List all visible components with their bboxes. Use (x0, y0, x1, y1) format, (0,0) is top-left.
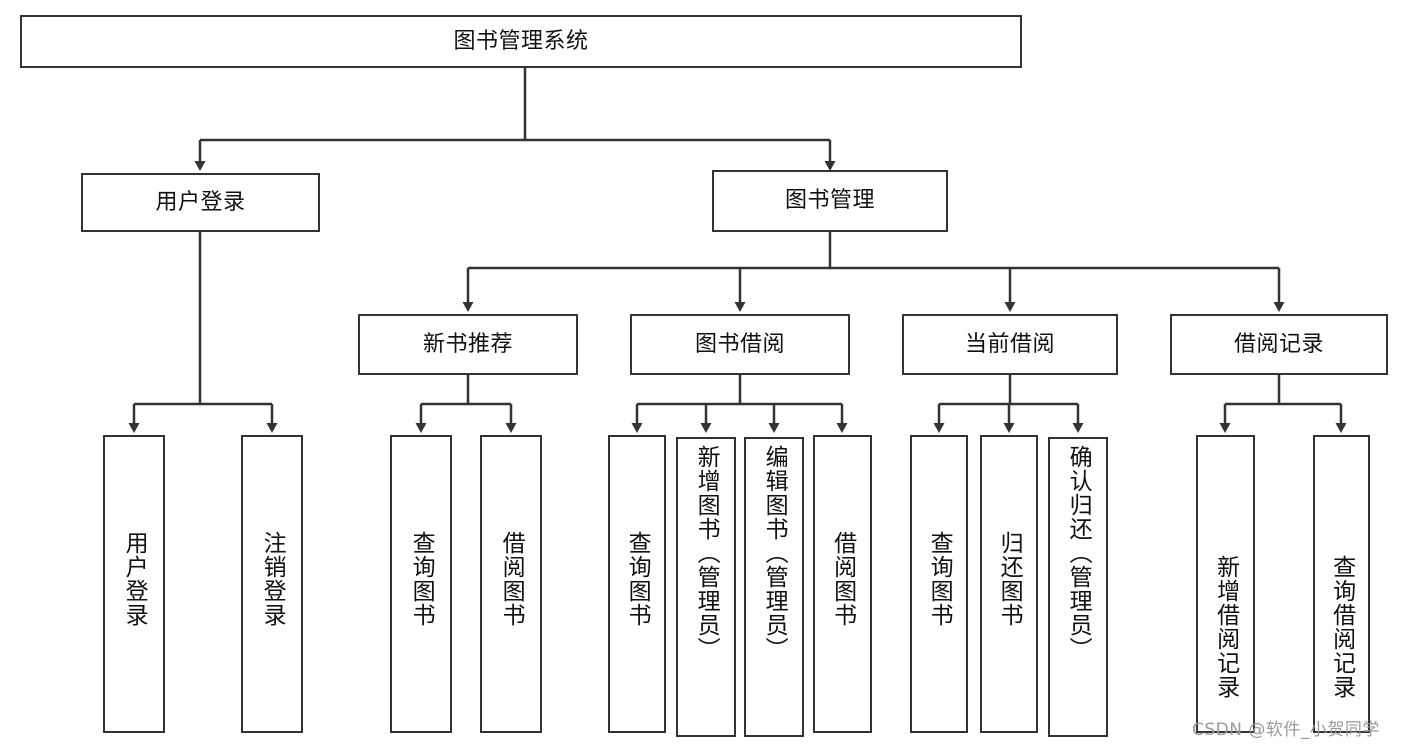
node-label: 新增借阅记录 (1212, 555, 1239, 699)
node-label: 当前借阅 (964, 331, 1055, 357)
node-leaf-edit-book[interactable]: 编辑图书（管理员） (744, 437, 804, 737)
node-leaf-return-book[interactable]: 归还图书 (980, 435, 1038, 733)
node-label: 新增图书（管理员） (693, 445, 720, 661)
node-label: 图书借阅 (694, 331, 785, 357)
node-borrow-record[interactable]: 借阅记录 (1170, 314, 1388, 375)
node-leaf-confirm-return[interactable]: 确认归还（管理员） (1048, 437, 1108, 737)
node-leaf-add-book[interactable]: 新增图书（管理员） (676, 437, 736, 737)
node-leaf-query-book-rec[interactable]: 查询图书 (390, 435, 452, 733)
node-root[interactable]: 图书管理系统 (20, 15, 1022, 68)
node-label: 查询图书 (624, 531, 651, 627)
node-label: 归还图书 (996, 531, 1023, 627)
node-label: 借阅图书 (498, 531, 525, 627)
node-leaf-add-record[interactable]: 新增借阅记录 (1196, 435, 1255, 733)
node-book-borrow[interactable]: 图书借阅 (630, 314, 850, 375)
node-leaf-borrow-book-rec[interactable]: 借阅图书 (480, 435, 542, 733)
node-label: 图书管理系统 (453, 28, 589, 54)
node-label: 借阅图书 (829, 531, 856, 627)
node-label: 用户登录 (121, 531, 148, 627)
node-current-borrow[interactable]: 当前借阅 (902, 314, 1118, 375)
node-label: 新书推荐 (422, 331, 513, 357)
node-leaf-borrow-book[interactable]: 借阅图书 (813, 435, 872, 733)
node-label: 查询借阅记录 (1328, 555, 1355, 699)
node-label: 编辑图书（管理员） (761, 445, 788, 661)
node-leaf-query-book-borrow[interactable]: 查询图书 (608, 435, 666, 733)
node-leaf-logout[interactable]: 注销登录 (241, 435, 303, 733)
node-label: 确认归还（管理员） (1065, 445, 1092, 661)
csdn-watermark: CSDN @软件_小贺同学 (1192, 720, 1380, 740)
node-label: 图书管理 (784, 188, 875, 214)
node-label: 注销登录 (259, 531, 286, 627)
node-leaf-query-record[interactable]: 查询借阅记录 (1313, 435, 1370, 733)
node-label: 查询图书 (926, 531, 953, 627)
node-leaf-user-login[interactable]: 用户登录 (103, 435, 165, 733)
node-label: 查询图书 (408, 531, 435, 627)
node-new-book-rec[interactable]: 新书推荐 (358, 314, 578, 375)
node-user-login[interactable]: 用户登录 (81, 173, 320, 232)
node-label: 用户登录 (155, 189, 246, 215)
node-label: 借阅记录 (1233, 331, 1324, 357)
node-leaf-query-book-cur[interactable]: 查询图书 (910, 435, 968, 733)
node-book-manage[interactable]: 图书管理 (712, 170, 948, 232)
